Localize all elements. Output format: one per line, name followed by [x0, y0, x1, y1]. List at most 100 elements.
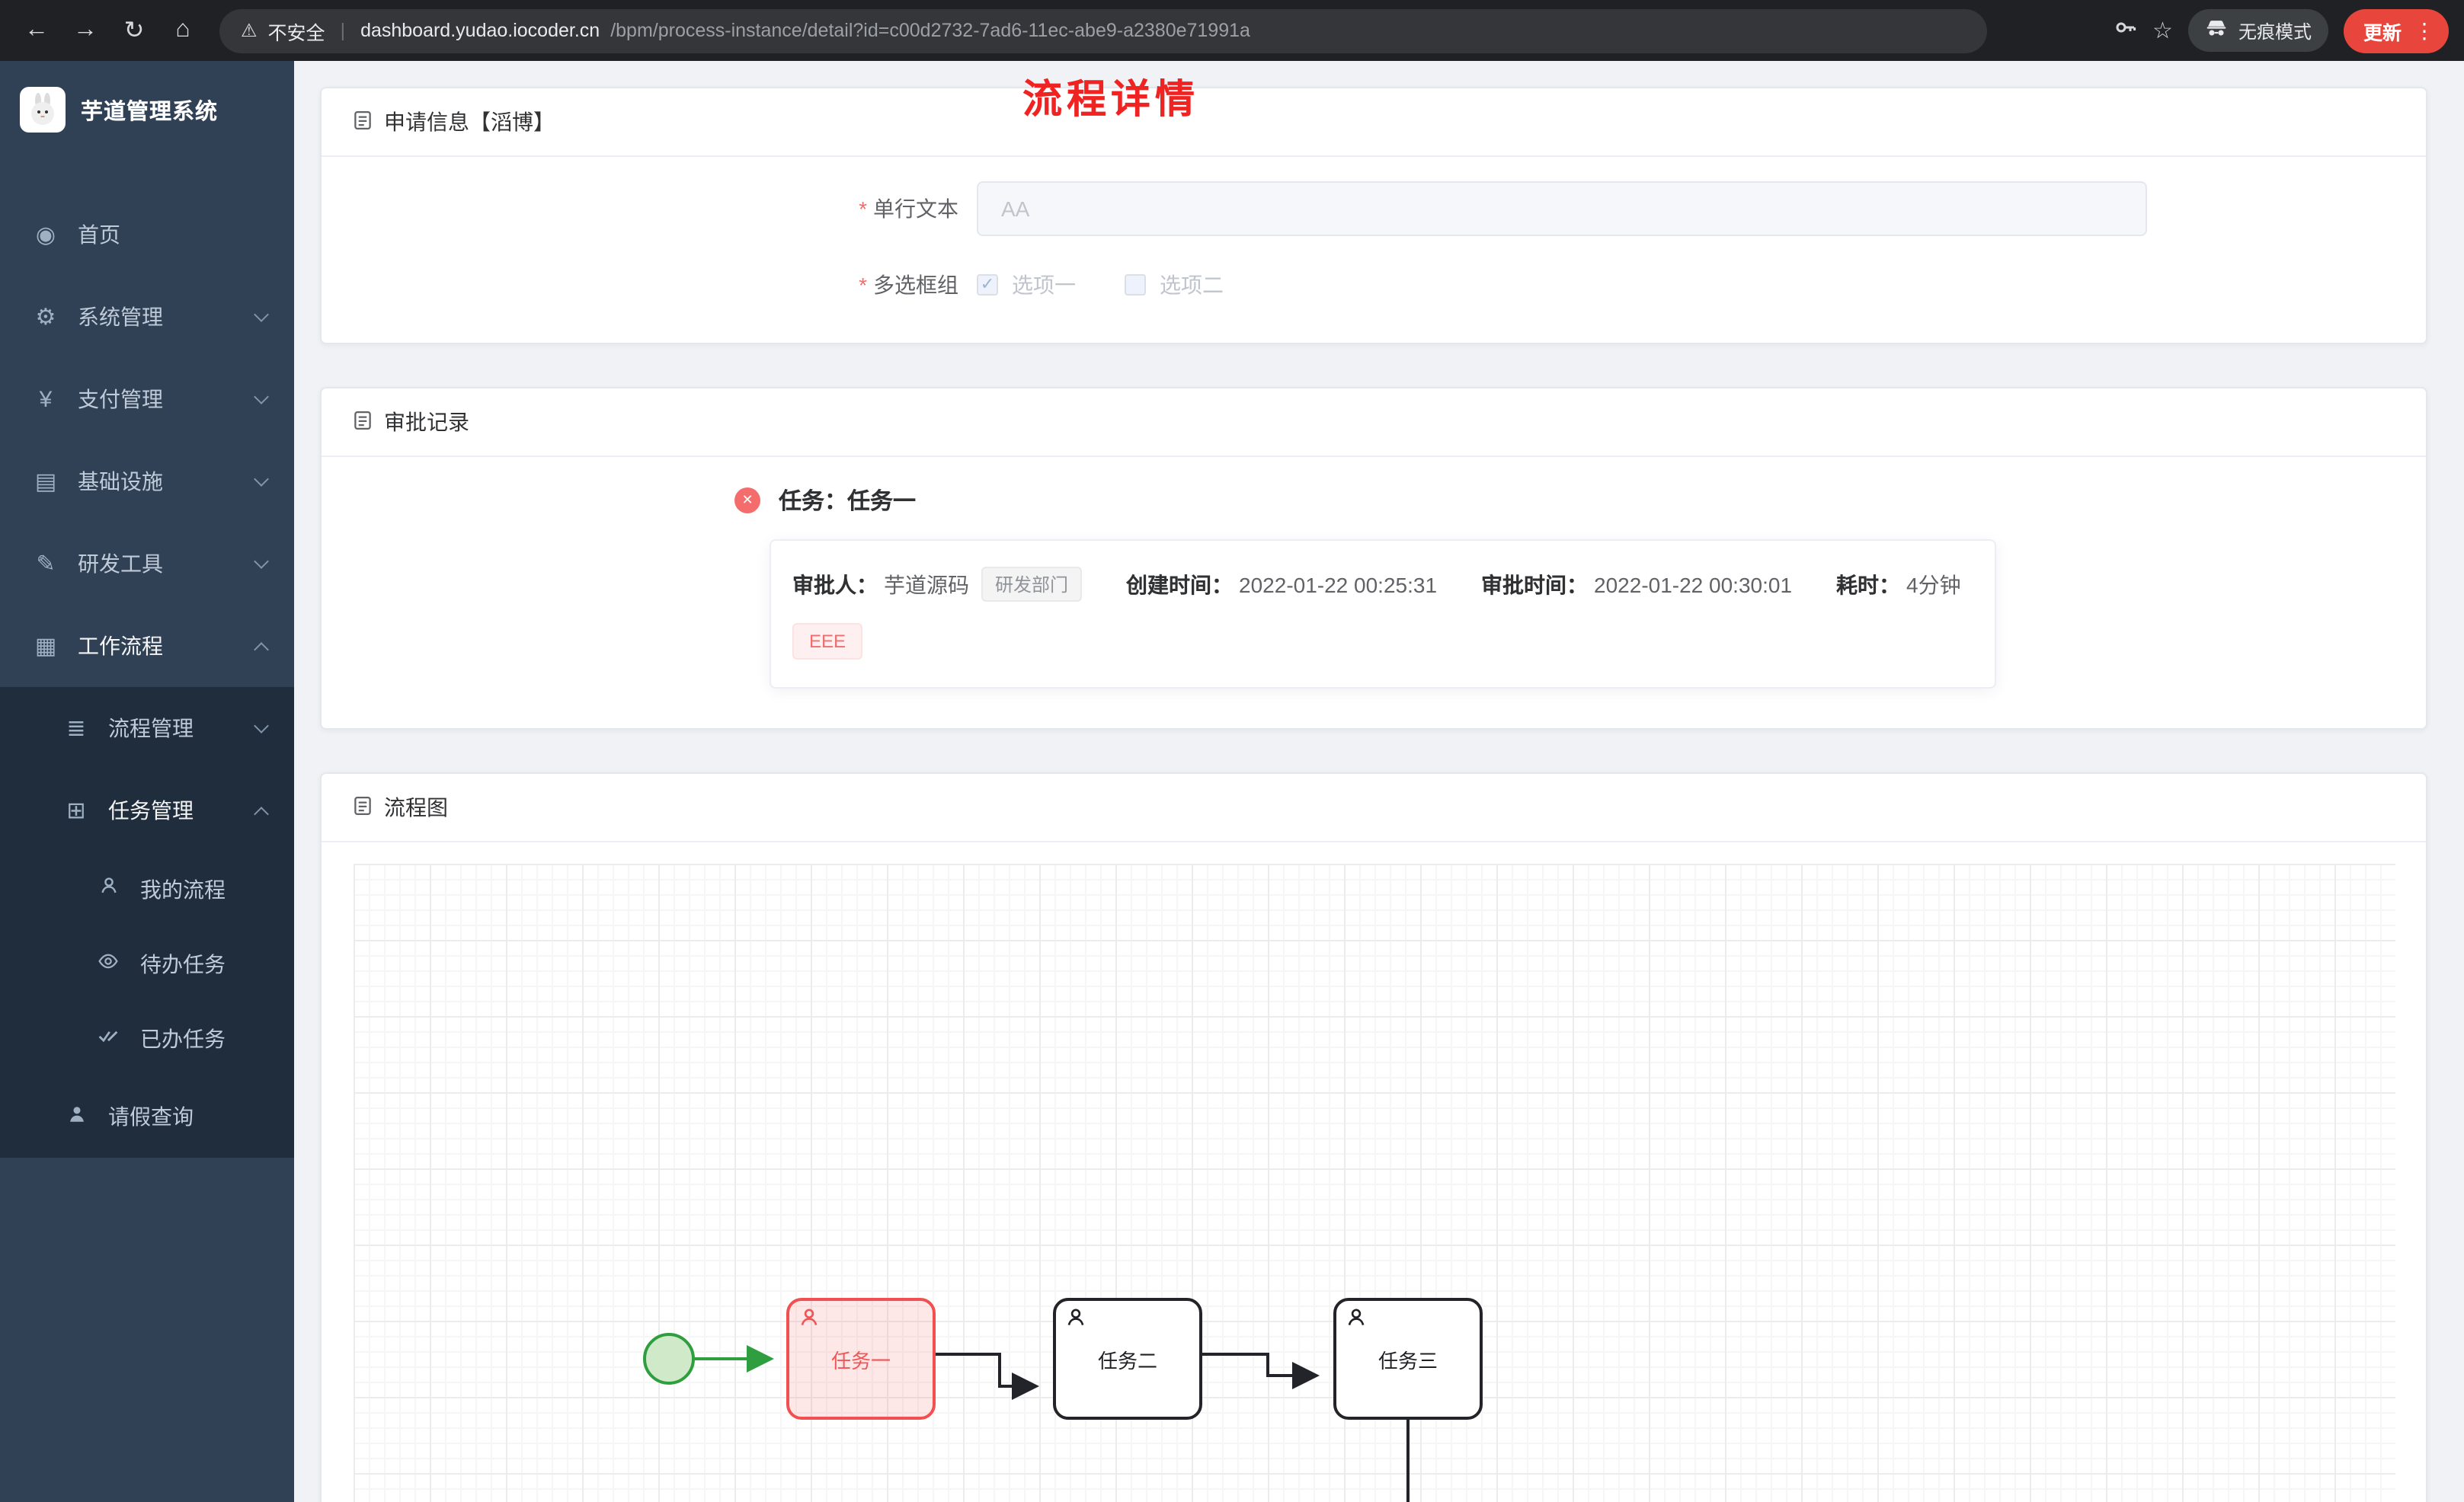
sidebar-item-label: 已办任务 — [140, 1026, 226, 1050]
duration-value: 4分钟 — [1906, 572, 1961, 596]
chevron-down-icon — [254, 389, 269, 404]
app-shell: 芋道管理系统 ◉ 首页 ⚙ 系统管理 ¥ 支付管理 ▤ — [0, 61, 2464, 1502]
pencil-tools-icon: ✎ — [36, 551, 56, 577]
bookmark-star-icon[interactable]: ☆ — [2152, 18, 2173, 44]
workflow-submenu: ≣ 流程管理 ⊞ 任务管理 我的流程 — [0, 687, 294, 1158]
approval-timeline: ✕ 任务：任务一 审批人： 芋道源码 研发部门 创建时间： — [322, 457, 2426, 728]
browser-chrome: ← → ↻ ⌂ ⚠ 不安全 | dashboard.yudao.iocoder.… — [0, 0, 2464, 61]
security-label: 不安全 — [267, 22, 325, 43]
checkbox-checked-icon: ✓ — [977, 274, 998, 296]
flow-task2-to-task3 — [1202, 1353, 1320, 1389]
sidebar-item-infrastructure[interactable]: ▤ 基础设施 — [0, 440, 294, 523]
checkbox-label: 选项一 — [1012, 273, 1076, 297]
sequence-flows — [695, 1345, 1410, 1502]
workflow-icon: ▦ — [34, 634, 57, 660]
single-line-text-input — [977, 181, 2147, 236]
sidebar-item-home[interactable]: ◉ 首页 — [0, 193, 294, 276]
sidebar-item-my-processes[interactable]: 我的流程 — [0, 852, 294, 926]
sidebar-item-todo-tasks[interactable]: 待办任务 — [0, 926, 294, 1001]
sidebar-item-payment-management[interactable]: ¥ 支付管理 — [0, 358, 294, 440]
incognito-icon — [2205, 17, 2228, 44]
chevron-up-icon — [254, 806, 269, 821]
url-divider: | — [340, 20, 346, 41]
diagram-icon — [352, 794, 373, 820]
sidebar-item-label: 任务管理 — [108, 798, 194, 823]
chevron-down-icon — [254, 554, 269, 569]
chevron-down-icon — [254, 307, 269, 322]
app-logo: 芋道管理系统 — [0, 61, 294, 158]
main-content: 流程详情 申请信息【滔博】 *单行文本 *多选框组 — [294, 61, 2464, 1502]
sidebar-item-system-management[interactable]: ⚙ 系统管理 — [0, 276, 294, 358]
url-bar[interactable]: ⚠ 不安全 | dashboard.yudao.iocoder.cn/bpm/p… — [219, 8, 1987, 53]
task-node-label: 任务三 — [1378, 1349, 1438, 1372]
incognito-label: 无痕模式 — [2238, 21, 2312, 42]
approve-time-group: 审批时间： 2022-01-22 00:30:01 — [1481, 569, 1792, 599]
chevron-down-icon — [254, 471, 269, 487]
task-node-3[interactable]: 任务三 — [1333, 1298, 1483, 1420]
user-task-icon — [798, 1307, 820, 1333]
approval-record-card: 审批记录 ✕ 任务：任务一 审批人： 芋道源码 研发部门 — [320, 387, 2427, 730]
not-secure-icon: ⚠ — [241, 20, 258, 41]
bpmn-canvas[interactable]: 任务一 任务二 任务三 — [354, 864, 2395, 1502]
chevron-up-icon — [254, 641, 269, 657]
checkbox-label: 选项二 — [1160, 273, 1224, 297]
sidebar-item-label: 系统管理 — [78, 305, 163, 329]
task-node-2[interactable]: 任务二 — [1053, 1298, 1202, 1420]
sidebar-item-label: 基础设施 — [78, 469, 163, 494]
dashboard-icon: ◉ — [35, 222, 56, 248]
sidebar-item-label: 流程管理 — [108, 716, 194, 740]
create-time-group: 创建时间： 2022-01-22 00:25:31 — [1126, 569, 1437, 599]
duration-label: 耗时： — [1836, 572, 1901, 596]
eye-icon — [93, 950, 123, 977]
refresh-icon[interactable]: ↻ — [123, 18, 145, 44]
checkbox-group: ✓ 选项一 选项二 — [977, 270, 1224, 300]
url-path: /bpm/process-instance/detail?id=c00d2732… — [610, 20, 1250, 41]
checkbox-unchecked-icon — [1125, 274, 1146, 296]
sidebar-item-process-management[interactable]: ≣ 流程管理 — [0, 687, 294, 769]
key-icon[interactable] — [2113, 14, 2137, 46]
home-icon[interactable]: ⌂ — [175, 17, 190, 43]
sidebar-item-leave-query[interactable]: 请假查询 — [0, 1075, 294, 1158]
person-icon — [61, 1104, 91, 1130]
apply-card-title: 申请信息【滔博】 — [384, 110, 555, 134]
checkbox-group-label-text: 多选框组 — [873, 273, 958, 297]
department-tag: 研发部门 — [981, 567, 1083, 602]
diagram-card-title: 流程图 — [384, 795, 448, 820]
document-icon — [352, 109, 373, 135]
forward-icon[interactable]: → — [73, 17, 98, 43]
app-title: 芋道管理系统 — [81, 100, 218, 124]
approve-time-value: 2022-01-22 00:30:01 — [1594, 572, 1793, 596]
start-event-node[interactable] — [643, 1333, 695, 1385]
checkbox-group-label: *多选框组 — [352, 270, 977, 300]
sidebar-item-dev-tools[interactable]: ✎ 研发工具 — [0, 523, 294, 605]
task-node-1[interactable]: 任务一 — [786, 1298, 936, 1420]
approval-meta-row: 审批人： 芋道源码 研发部门 创建时间： 2022-01-22 00:25:31… — [792, 567, 1973, 602]
create-time-value: 2022-01-22 00:25:31 — [1239, 572, 1438, 596]
flow-task1-to-task2 — [936, 1353, 1039, 1400]
apply-info-card: 申请信息【滔博】 *单行文本 *多选框组 ✓ 选项一 — [320, 87, 2427, 344]
apply-form: *单行文本 *多选框组 ✓ 选项一 选项二 — [322, 157, 2426, 343]
form-row-checkbox: *多选框组 ✓ 选项一 选项二 — [352, 270, 2395, 300]
approval-card-title: 审批记录 — [384, 410, 469, 434]
record-icon — [352, 409, 373, 435]
chevron-down-icon — [254, 718, 269, 733]
approver-name: 芋道源码 — [884, 572, 969, 596]
approver-label: 审批人： — [792, 572, 878, 596]
sidebar-item-done-tasks[interactable]: 已办任务 — [0, 1001, 294, 1075]
sidebar-item-task-management[interactable]: ⊞ 任务管理 — [0, 769, 294, 852]
timeline-task-item: ✕ 任务：任务一 — [734, 484, 2395, 516]
sidebar-item-label: 我的流程 — [140, 877, 226, 901]
diagram-card-header: 流程图 — [322, 774, 2426, 842]
apply-card-header: 申请信息【滔博】 — [322, 88, 2426, 157]
sidebar-item-label: 首页 — [78, 222, 120, 247]
sidebar-item-workflow[interactable]: ▦ 工作流程 — [0, 605, 294, 687]
back-icon[interactable]: ← — [24, 17, 49, 43]
sidebar-item-label: 支付管理 — [78, 387, 163, 411]
main-menu: ◉ 首页 ⚙ 系统管理 ¥ 支付管理 ▤ 基础设施 — [0, 158, 294, 1158]
approve-time-label: 审批时间： — [1481, 572, 1589, 596]
user-task-icon — [1065, 1307, 1086, 1333]
browser-menu-icon[interactable]: ⋮ — [2414, 18, 2435, 42]
update-browser-button[interactable]: 更新 ⋮ — [2343, 8, 2449, 53]
rejected-x-icon: ✕ — [734, 487, 760, 513]
